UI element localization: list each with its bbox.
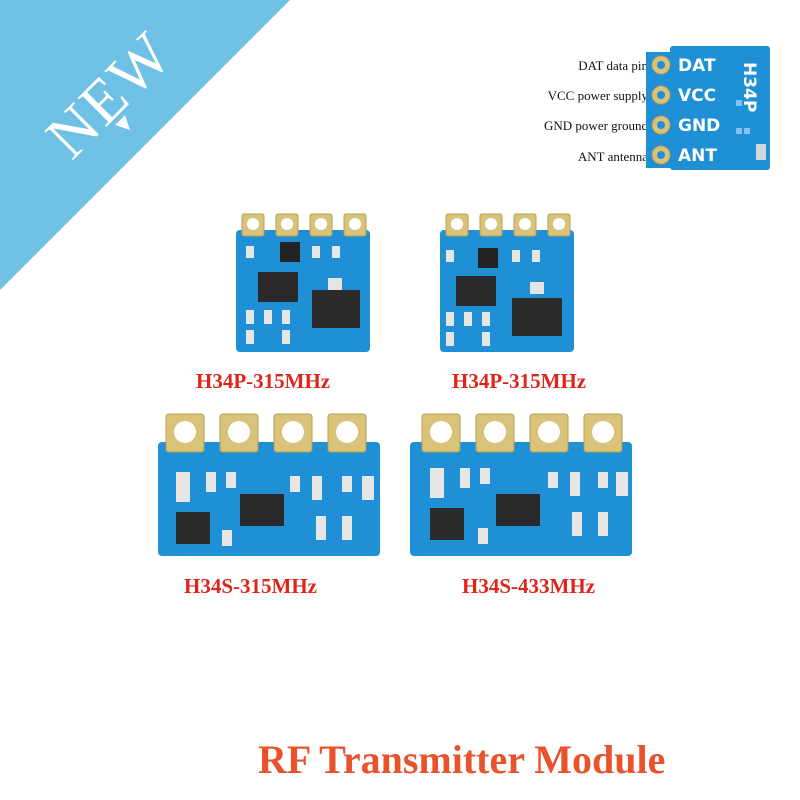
new-corner-badge <box>0 0 290 290</box>
pin-name-dat: DAT <box>678 56 716 76</box>
module-image-2 <box>440 213 574 352</box>
module-label-1: H34P-315MHz <box>196 369 331 393</box>
pin-label-ant: ANT antenna <box>577 149 648 164</box>
module-label-4: H34S-433MHz <box>462 574 595 598</box>
board-label: H34P <box>739 62 759 112</box>
module-label-2: H34P-315MHz <box>452 369 587 393</box>
pin-diagram-board: DAT VCC GND ANT H34P <box>646 46 770 170</box>
page-title: RF Transmitter Module <box>258 737 666 782</box>
module-image-4 <box>410 413 632 556</box>
pin-name-vcc: VCC <box>678 86 716 106</box>
pin-name-ant: ANT <box>678 146 717 166</box>
pin-name-gnd: GND <box>678 116 720 136</box>
pin-label-vcc: VCC power supply <box>547 88 648 103</box>
pin-label-gnd: GND power ground <box>544 118 648 133</box>
pin-label-dat: DAT data pin <box>578 58 648 73</box>
module-image-1 <box>236 213 370 352</box>
module-label-3: H34S-315MHz <box>184 574 317 598</box>
module-image-3 <box>158 413 380 556</box>
